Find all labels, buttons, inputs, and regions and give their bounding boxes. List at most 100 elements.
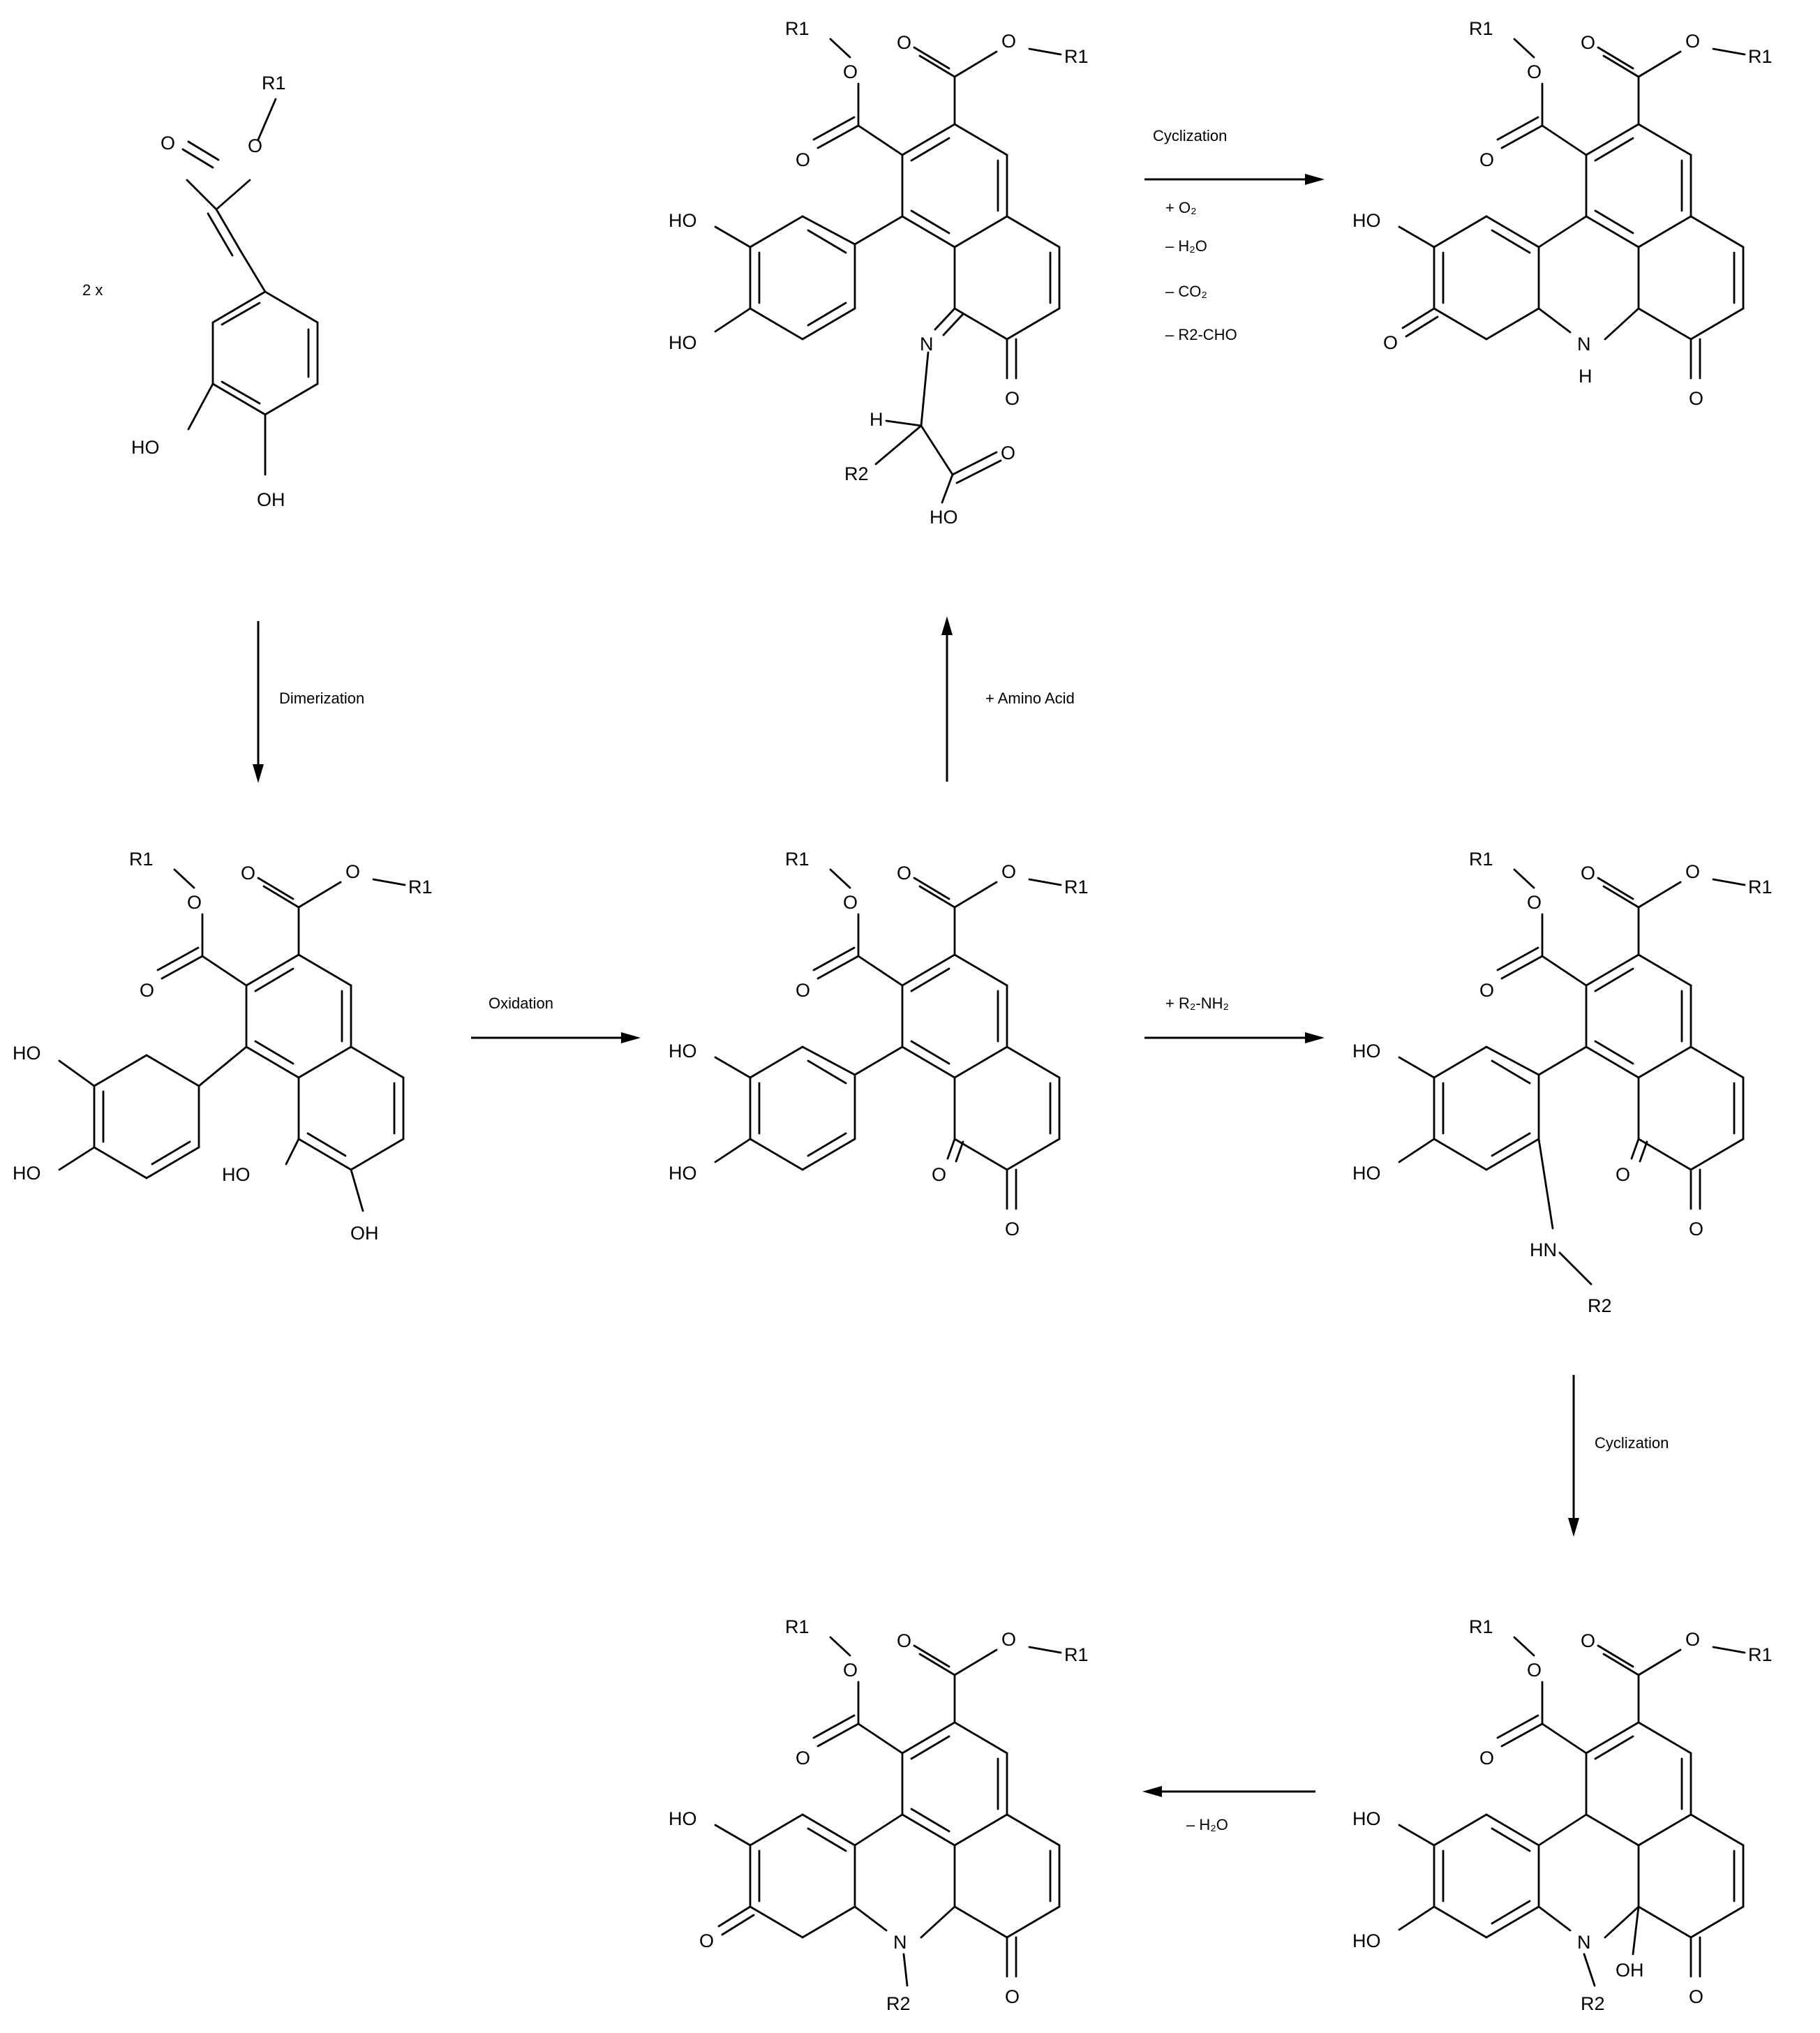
r2-label: R2: [844, 463, 869, 484]
quinone-oxygen-label: O: [1383, 332, 1398, 353]
condition-oxygen: + O₂: [1165, 199, 1197, 216]
r2-label: R2: [1588, 1295, 1612, 1316]
carbonyl-oxygen-label: O: [1581, 32, 1595, 53]
multiplier-label: 2 x: [82, 281, 103, 299]
ester-oxygen-label: O: [1527, 892, 1542, 913]
acid-hydroxyl-label: HO: [930, 507, 958, 528]
carbonyl-oxygen-label: O: [1479, 149, 1494, 170]
ester-oxygen-label: O: [1527, 61, 1542, 82]
ring-nitrogen-label: N: [893, 1932, 907, 1953]
imine-nitrogen-label: N: [920, 334, 934, 355]
condition-aldehyde: – R2-CHO: [1165, 326, 1237, 343]
hydroxyl-label: HO: [669, 1808, 697, 1829]
r1-label: R1: [408, 877, 433, 898]
molecule-orthoquinone: R1 O O O O R1 HO HO O O: [669, 849, 1089, 1239]
quinone-oxygen-label: O: [932, 1164, 946, 1185]
carbonyl-oxygen-label: O: [897, 1630, 911, 1651]
hydroxyl-label: HO: [13, 1043, 41, 1064]
r1-label: R1: [1748, 1644, 1773, 1665]
ester-oxygen-label: O: [1685, 1629, 1700, 1650]
cyclization-label: Cyclization: [1595, 1434, 1669, 1452]
nitrogen-hydrogen-label: H: [1579, 366, 1592, 387]
ester-oxygen-label: O: [1685, 861, 1700, 882]
hydrogen-label: H: [870, 409, 883, 430]
hydroxyl-label: HO: [669, 1041, 697, 1062]
hydroxyl-label: HO: [1352, 1930, 1381, 1951]
quinone-oxygen-label: O: [1689, 388, 1703, 409]
ester-oxygen-label: O: [843, 61, 858, 82]
hydroxyl-label: HO: [669, 210, 697, 231]
ring-nitrogen-label: N: [1577, 1932, 1591, 1953]
quinone-oxygen-label: O: [1005, 388, 1020, 409]
hydroxyl-label: HO: [13, 1163, 41, 1184]
arrow-dehydration: – H₂O: [1142, 1786, 1315, 1833]
molecule-hemiaminal: R1 O O O O R1 HO HO N R2 OH O: [1352, 1616, 1773, 2014]
ester-oxygen-label: O: [248, 135, 262, 156]
r1-label: R1: [262, 73, 286, 94]
molecule-imine: R1 O O O O R1 HO HO N O H R2 O HO: [669, 18, 1089, 528]
ester-oxygen-label: O: [843, 892, 858, 913]
carbonyl-oxygen-label: O: [796, 149, 810, 170]
r1-label: R1: [1064, 1644, 1089, 1665]
cyclization-label: Cyclization: [1153, 127, 1227, 144]
amine-label: HN: [1530, 1239, 1557, 1260]
amino-acid-label: + Amino Acid: [985, 690, 1075, 707]
hydroxyl-label: OH: [257, 489, 285, 510]
r1-label: R1: [1748, 46, 1773, 67]
ester-oxygen-label: O: [1001, 31, 1016, 52]
amine-addition-label: + R₂-NH₂: [1165, 995, 1229, 1012]
acid-carbonyl-oxygen-label: O: [1001, 442, 1015, 463]
carbonyl-oxygen-label: O: [1581, 1630, 1595, 1651]
hydroxyl-label: OH: [1616, 1960, 1644, 1981]
carbonyl-oxygen-label: O: [1479, 1748, 1494, 1768]
hydroxyl-label: HO: [222, 1164, 251, 1185]
carbonyl-oxygen-label: O: [241, 863, 255, 884]
carbonyl-oxygen-label: O: [796, 980, 810, 1001]
r1-label: R1: [785, 1616, 810, 1637]
molecule-product-nh: R1 O O O O R1 HO O N H O: [1352, 18, 1773, 409]
ester-oxygen-label: O: [1001, 1629, 1016, 1650]
r1-label: R1: [1064, 46, 1089, 67]
condition-water: – H₂O: [1165, 237, 1207, 255]
ring-nitrogen-label: N: [1577, 334, 1591, 355]
arrow-cyclization-right: Cyclization: [1568, 1375, 1669, 1537]
r1-label: R1: [785, 18, 810, 39]
molecule-dimer: R1 O O O O R1 HO HO HO OH: [13, 849, 433, 1244]
r1-label: R1: [129, 849, 154, 870]
hydroxyl-label: HO: [669, 1163, 697, 1184]
carbonyl-oxygen-label: O: [897, 863, 911, 884]
quinone-oxygen-label: O: [1005, 1219, 1020, 1239]
r2-label: R2: [886, 1993, 911, 2014]
ester-oxygen-label: O: [1685, 31, 1700, 52]
ester-oxygen-label: O: [843, 1660, 858, 1681]
carbonyl-oxygen-label: O: [1581, 863, 1595, 884]
molecule-caffeate: 2 x R1 O O HO OH: [82, 73, 319, 510]
molecule-product-nr2: R1 O O O O R1 HO O N R2 O: [669, 1616, 1089, 2014]
arrow-amine-addition: + R₂-NH₂: [1144, 995, 1325, 1043]
quinone-oxygen-label: O: [1616, 1164, 1630, 1185]
r1-label: R1: [1469, 1616, 1493, 1637]
hydroxyl-label: HO: [1352, 1808, 1381, 1829]
carbonyl-oxygen-label: O: [1479, 980, 1494, 1001]
hydroxyl-label: OH: [350, 1223, 379, 1244]
r2-label: R2: [1581, 1993, 1605, 2014]
carbonyl-oxygen-label: O: [897, 32, 911, 53]
quinone-oxygen-label: O: [1005, 1986, 1020, 2007]
ester-oxygen-label: O: [345, 861, 360, 882]
condition-co2: – CO₂: [1165, 283, 1207, 300]
arrow-cyclization-top: Cyclization + O₂ – H₂O – CO₂ – R2-CHO: [1144, 127, 1325, 343]
dimerization-label: Dimerization: [279, 690, 364, 707]
r1-label: R1: [1469, 18, 1493, 39]
quinone-oxygen-label: O: [699, 1930, 714, 1951]
oxidation-label: Oxidation: [488, 995, 553, 1012]
carbonyl-oxygen-label: O: [140, 980, 154, 1001]
r1-label: R1: [1748, 877, 1773, 898]
arrow-oxidation: Oxidation: [471, 995, 641, 1043]
arrow-dimerization: Dimerization: [253, 621, 364, 783]
hydroxyl-label: HO: [669, 332, 697, 353]
dehydration-label: – H₂O: [1186, 1816, 1228, 1833]
r1-label: R1: [785, 849, 810, 870]
quinone-oxygen-label: O: [1689, 1986, 1703, 2007]
hydroxyl-label: HO: [131, 437, 160, 458]
ester-oxygen-label: O: [187, 892, 202, 913]
